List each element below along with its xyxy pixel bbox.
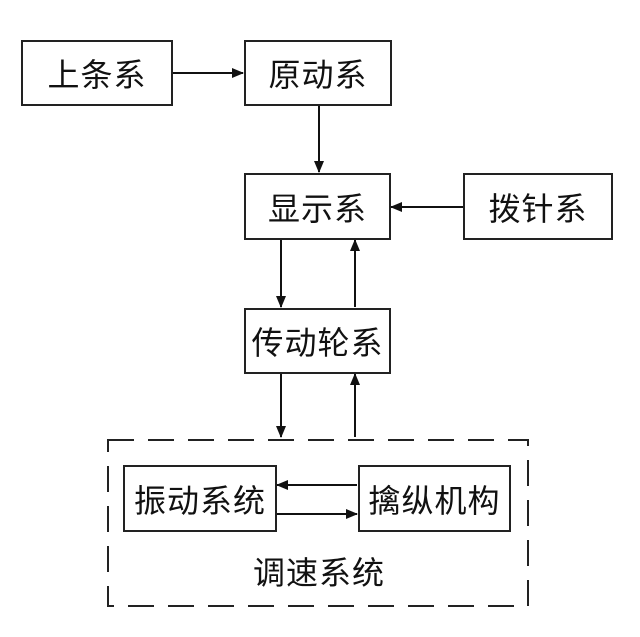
node-bozhen: 拨针系 [463, 173, 613, 240]
node-yuandong-label: 原动系 [268, 56, 368, 94]
regulating-system-boundary [107, 439, 529, 607]
node-bozhen-label: 拨针系 [488, 189, 588, 228]
node-qinzong: 擒纵机构 [358, 465, 511, 532]
node-xianshi-label: 显示系 [267, 189, 367, 228]
node-zhendong-label: 振动系统 [133, 481, 266, 520]
node-chuandong-label: 传动轮系 [251, 324, 384, 362]
regulating-system-label: 调速系统 [253, 554, 386, 592]
node-yuandong: 原动系 [244, 40, 392, 106]
node-shangtiao-label: 上条系 [47, 56, 147, 94]
node-chuandong: 传动轮系 [244, 308, 391, 374]
node-shangtiao: 上条系 [21, 40, 173, 106]
node-zhendong: 振动系统 [123, 465, 277, 532]
node-qinzong-label: 擒纵机构 [368, 481, 501, 520]
node-xianshi: 显示系 [244, 173, 391, 240]
